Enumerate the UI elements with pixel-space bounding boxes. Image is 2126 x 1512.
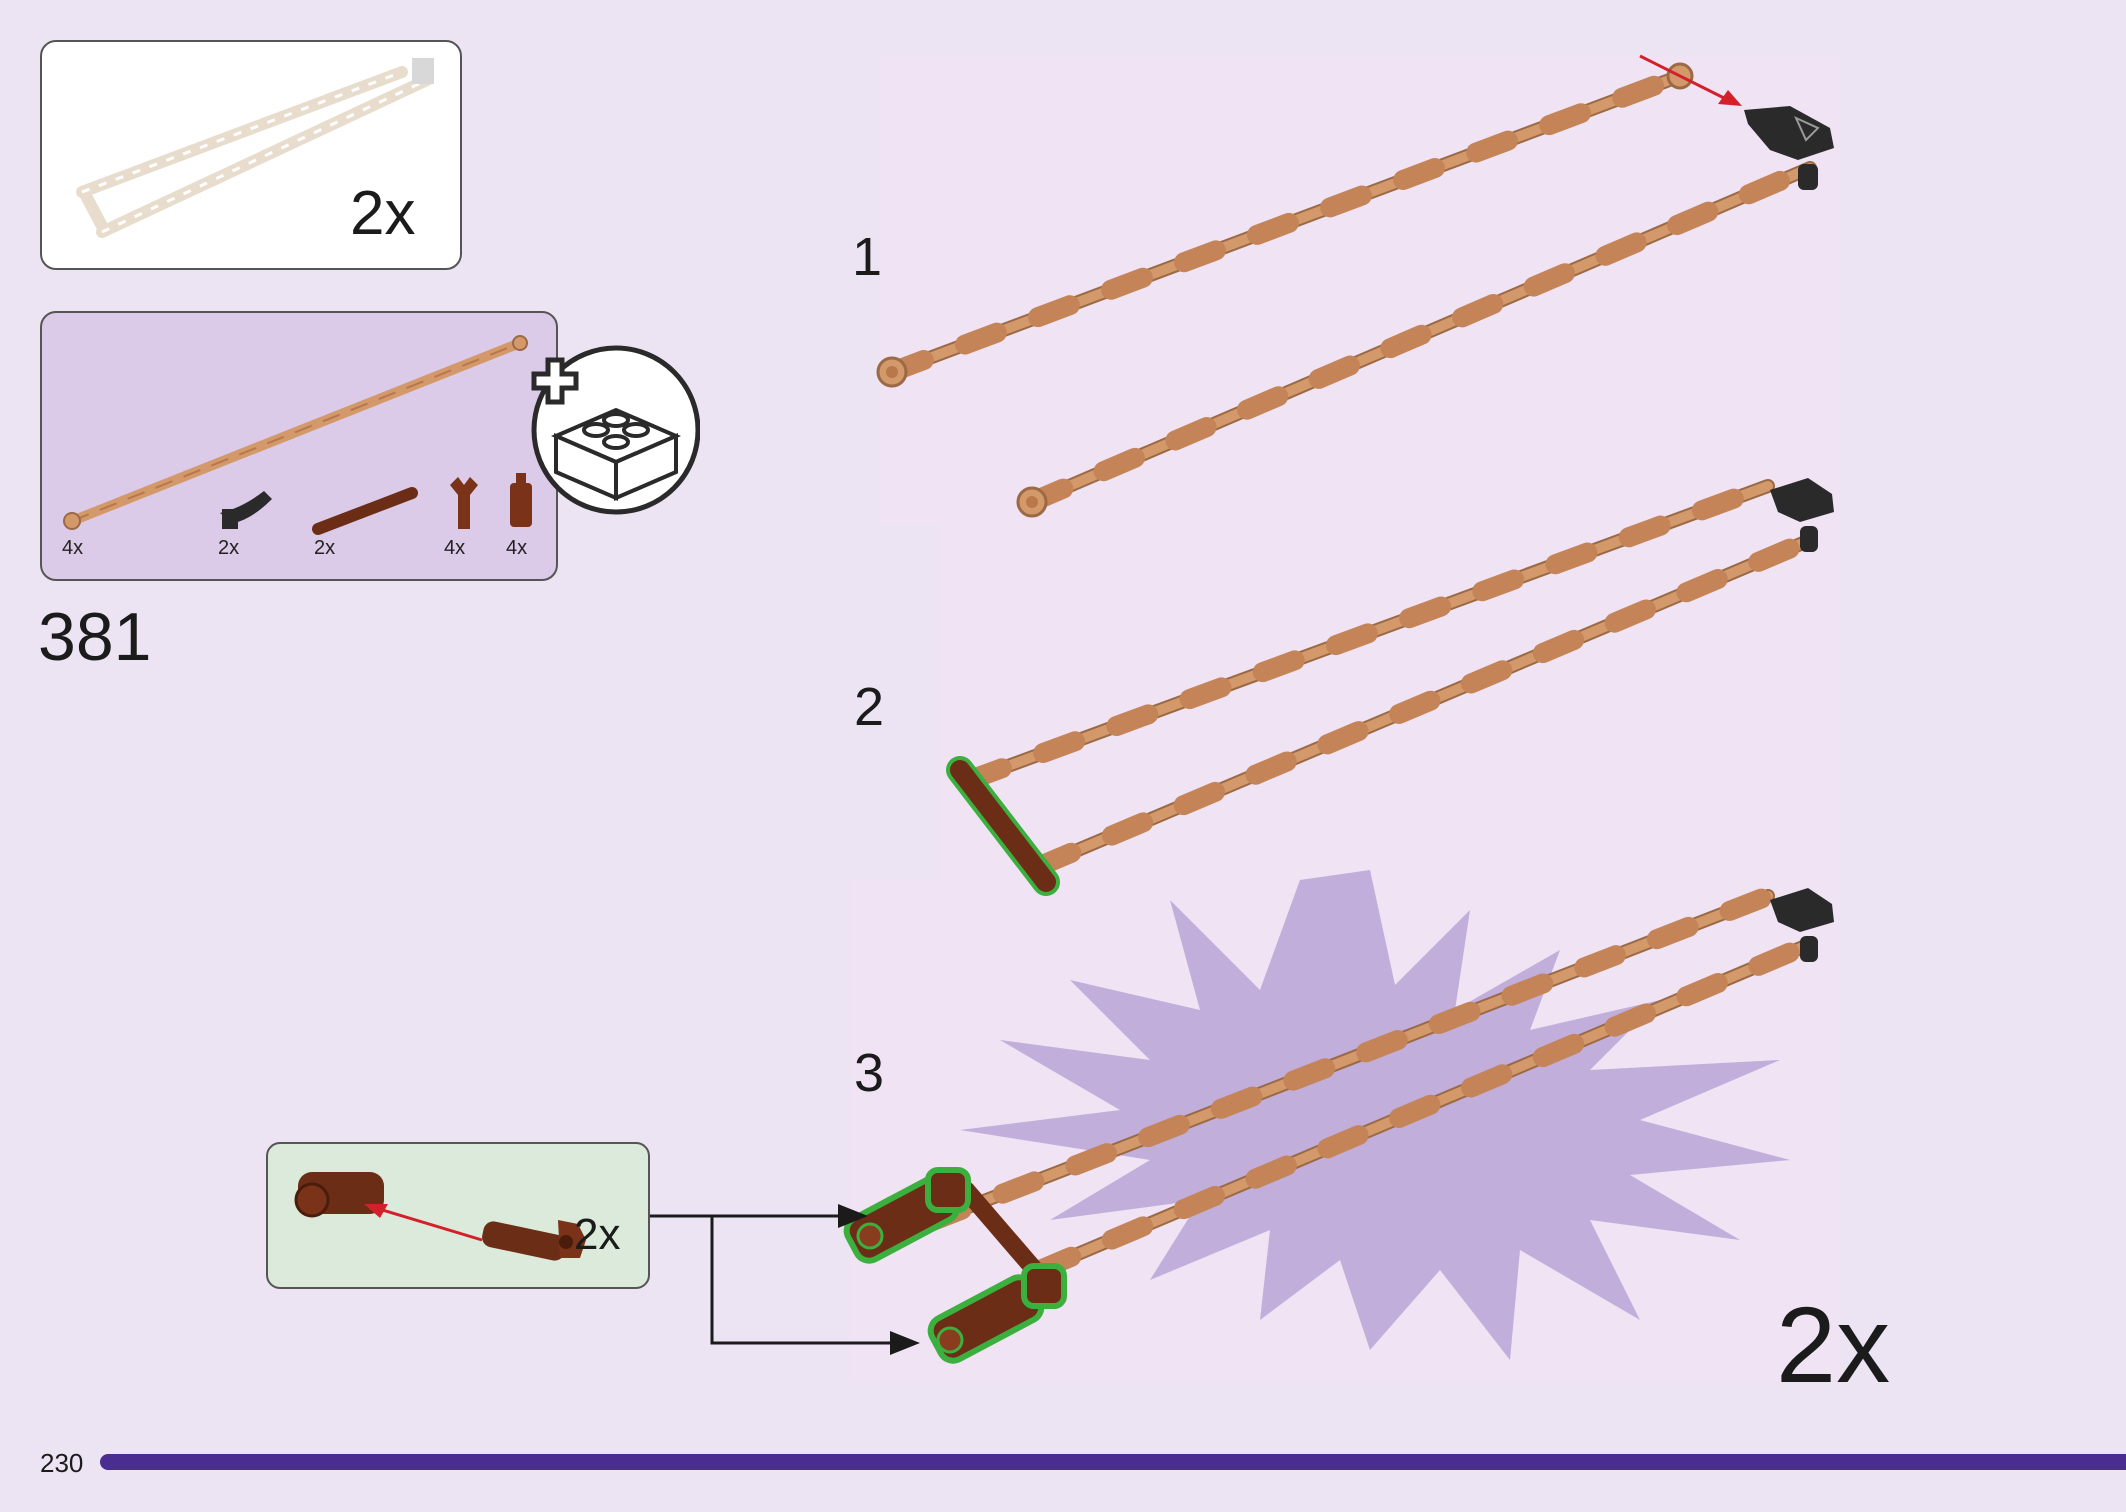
step-1-art	[876, 54, 1834, 518]
parts-list: 4x 2x 2x 4x 4x	[40, 311, 558, 581]
part-qty-plate-clip: 4x	[506, 537, 528, 559]
add-parts-badge	[526, 344, 701, 518]
parts-images	[63, 335, 532, 535]
step-number-1: 1	[852, 227, 883, 287]
footer-bar	[100, 1454, 2126, 1470]
build-step-id: 381	[38, 599, 152, 675]
step-number-3: 3	[854, 1043, 885, 1103]
part-qty-brown-bar: 2x	[314, 537, 336, 559]
previous-assembly-quantity: 2x	[350, 179, 416, 248]
connector-arrowhead-top	[838, 1204, 868, 1228]
step-2-art	[946, 476, 1834, 896]
sub-assembly-quantity: 2x	[574, 1210, 621, 1259]
previous-assembly-callout: 2x	[40, 40, 462, 270]
part-brown-clip	[450, 477, 478, 529]
step-1-panel	[880, 56, 1840, 526]
part-qty-black-clip: 2x	[218, 537, 240, 559]
step-3-art	[843, 886, 1834, 1364]
part-qty-rope: 4x	[62, 537, 84, 559]
part-brown-bar	[312, 487, 418, 535]
sub-assembly-image	[294, 1172, 586, 1261]
part-brown-plate-clip	[510, 483, 532, 527]
final-quantity: 2x	[1776, 1284, 1891, 1405]
sub-assembly-connector	[650, 1214, 902, 1345]
page-number: 230	[40, 1448, 84, 1478]
connector-arrowhead-bottom	[890, 1331, 920, 1355]
sub-assembly-callout: 2x	[266, 1142, 650, 1289]
step-number-2: 2	[854, 677, 885, 737]
previous-assembly-ghost-image	[76, 58, 434, 238]
part-qty-brown-clip: 4x	[444, 537, 466, 559]
burst-effect	[960, 870, 1790, 1360]
brick-plus-icon	[531, 345, 701, 515]
